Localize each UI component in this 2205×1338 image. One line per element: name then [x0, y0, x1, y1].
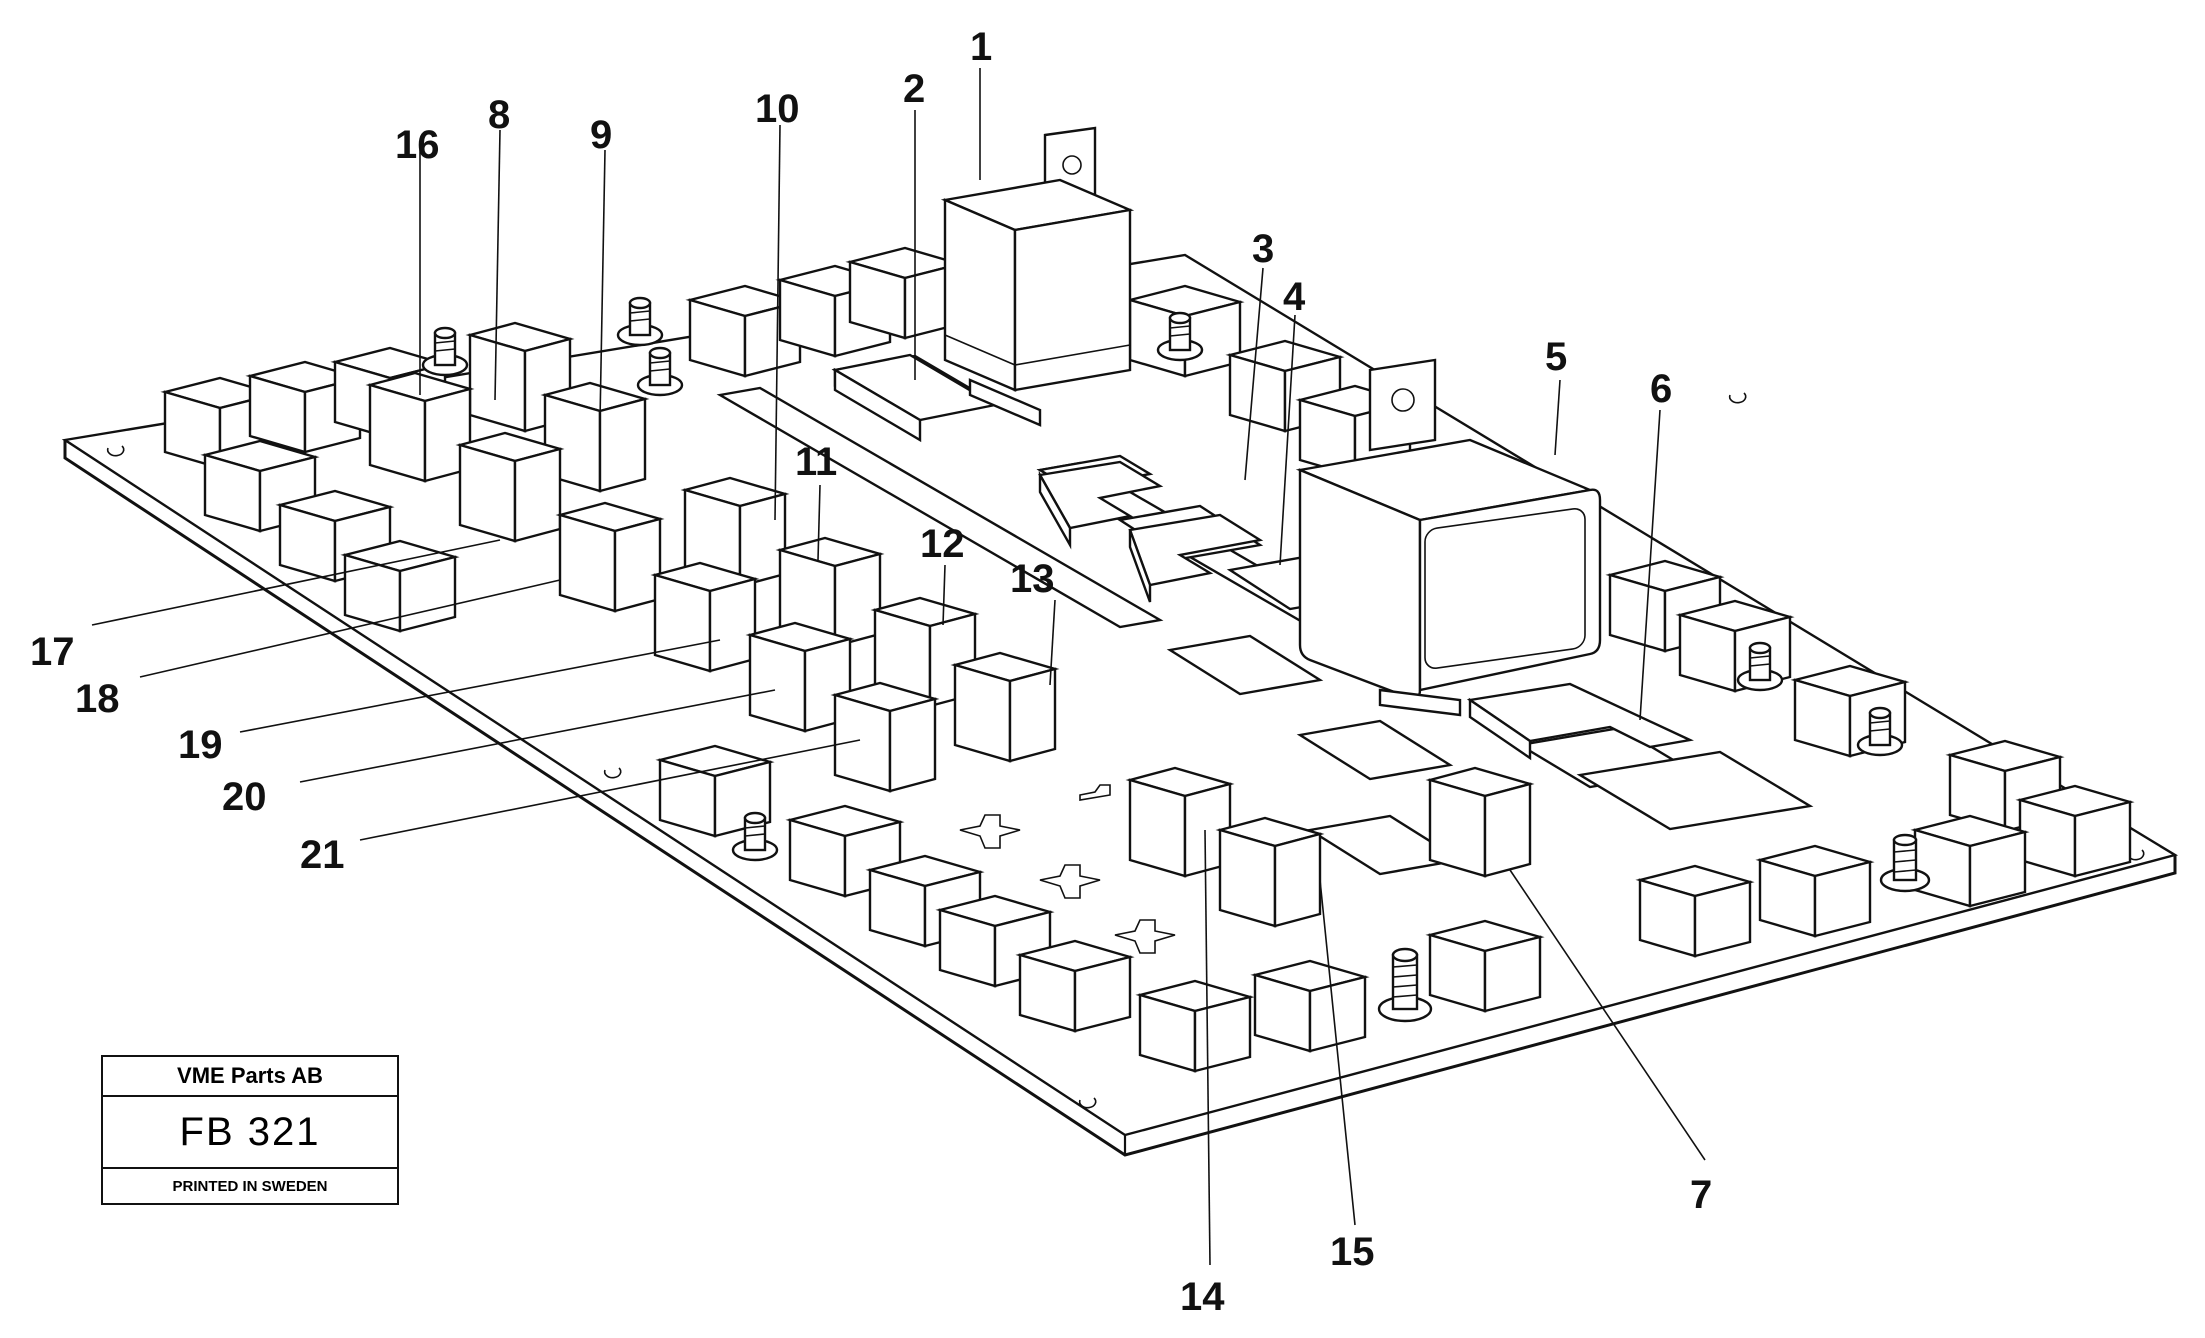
printed-note: PRINTED IN SWEDEN	[172, 1178, 328, 1195]
callout-7: 7	[1690, 1173, 1712, 1217]
main-relay-1	[940, 126, 1135, 427]
relay-16	[365, 371, 475, 483]
bus-bar-6	[1466, 682, 1694, 761]
callout-6: 6	[1650, 367, 1672, 411]
callout-21: 21	[300, 833, 345, 877]
relay-21	[830, 681, 940, 793]
bus-bars	[831, 353, 1694, 761]
bus-bar-2	[831, 353, 999, 443]
cross-jumpers	[959, 784, 1176, 954]
callout-13: 13	[1010, 557, 1055, 601]
relay-14	[1125, 766, 1235, 878]
callout-20: 20	[222, 775, 267, 819]
callout-16: 16	[395, 123, 440, 167]
relay-19	[650, 561, 760, 673]
callout-10: 10	[755, 87, 800, 131]
bus-bar-3	[1038, 460, 1164, 550]
stud-terminals	[421, 296, 1931, 1023]
relay-relay-a	[455, 431, 565, 543]
callout-17: 17	[30, 630, 75, 674]
callout-1: 1	[970, 25, 992, 69]
callout-15: 15	[1330, 1230, 1375, 1274]
company-name: VME Parts AB	[103, 1057, 397, 1097]
callout-14: 14	[1180, 1275, 1225, 1319]
relay-11	[775, 536, 885, 648]
title-block: VME Parts AB FB 321 PRINTED IN SWEDEN	[101, 1055, 399, 1205]
callout-labels: 1 2 3 4 5 6 7 8 9 10 11 12 13 14 15 16 1…	[30, 25, 1712, 1319]
fuse-row-front	[655, 744, 1545, 1073]
relay-7	[1425, 766, 1535, 878]
callout-8: 8	[488, 93, 510, 137]
main-relay-5	[1295, 358, 1602, 717]
callout-leaders	[91, 68, 1706, 1266]
callout-3: 3	[1252, 227, 1274, 271]
relay-18	[555, 501, 665, 613]
callout-2: 2	[903, 67, 925, 111]
callout-9: 9	[590, 113, 612, 157]
callout-11: 11	[795, 440, 837, 484]
bus-bar-4	[1128, 513, 1264, 603]
callout-12: 12	[920, 522, 965, 566]
relay-15	[1215, 816, 1325, 928]
relays	[365, 321, 1535, 928]
relay-20	[745, 621, 855, 733]
figure-code: FB 321	[103, 1097, 397, 1169]
fuse-row-back	[160, 246, 1415, 633]
relay-13	[950, 651, 1060, 763]
fuse-row-right	[1605, 559, 2135, 958]
callout-19: 19	[178, 723, 223, 767]
callout-5: 5	[1545, 335, 1567, 379]
callout-18: 18	[75, 677, 120, 721]
callout-4: 4	[1283, 275, 1306, 319]
